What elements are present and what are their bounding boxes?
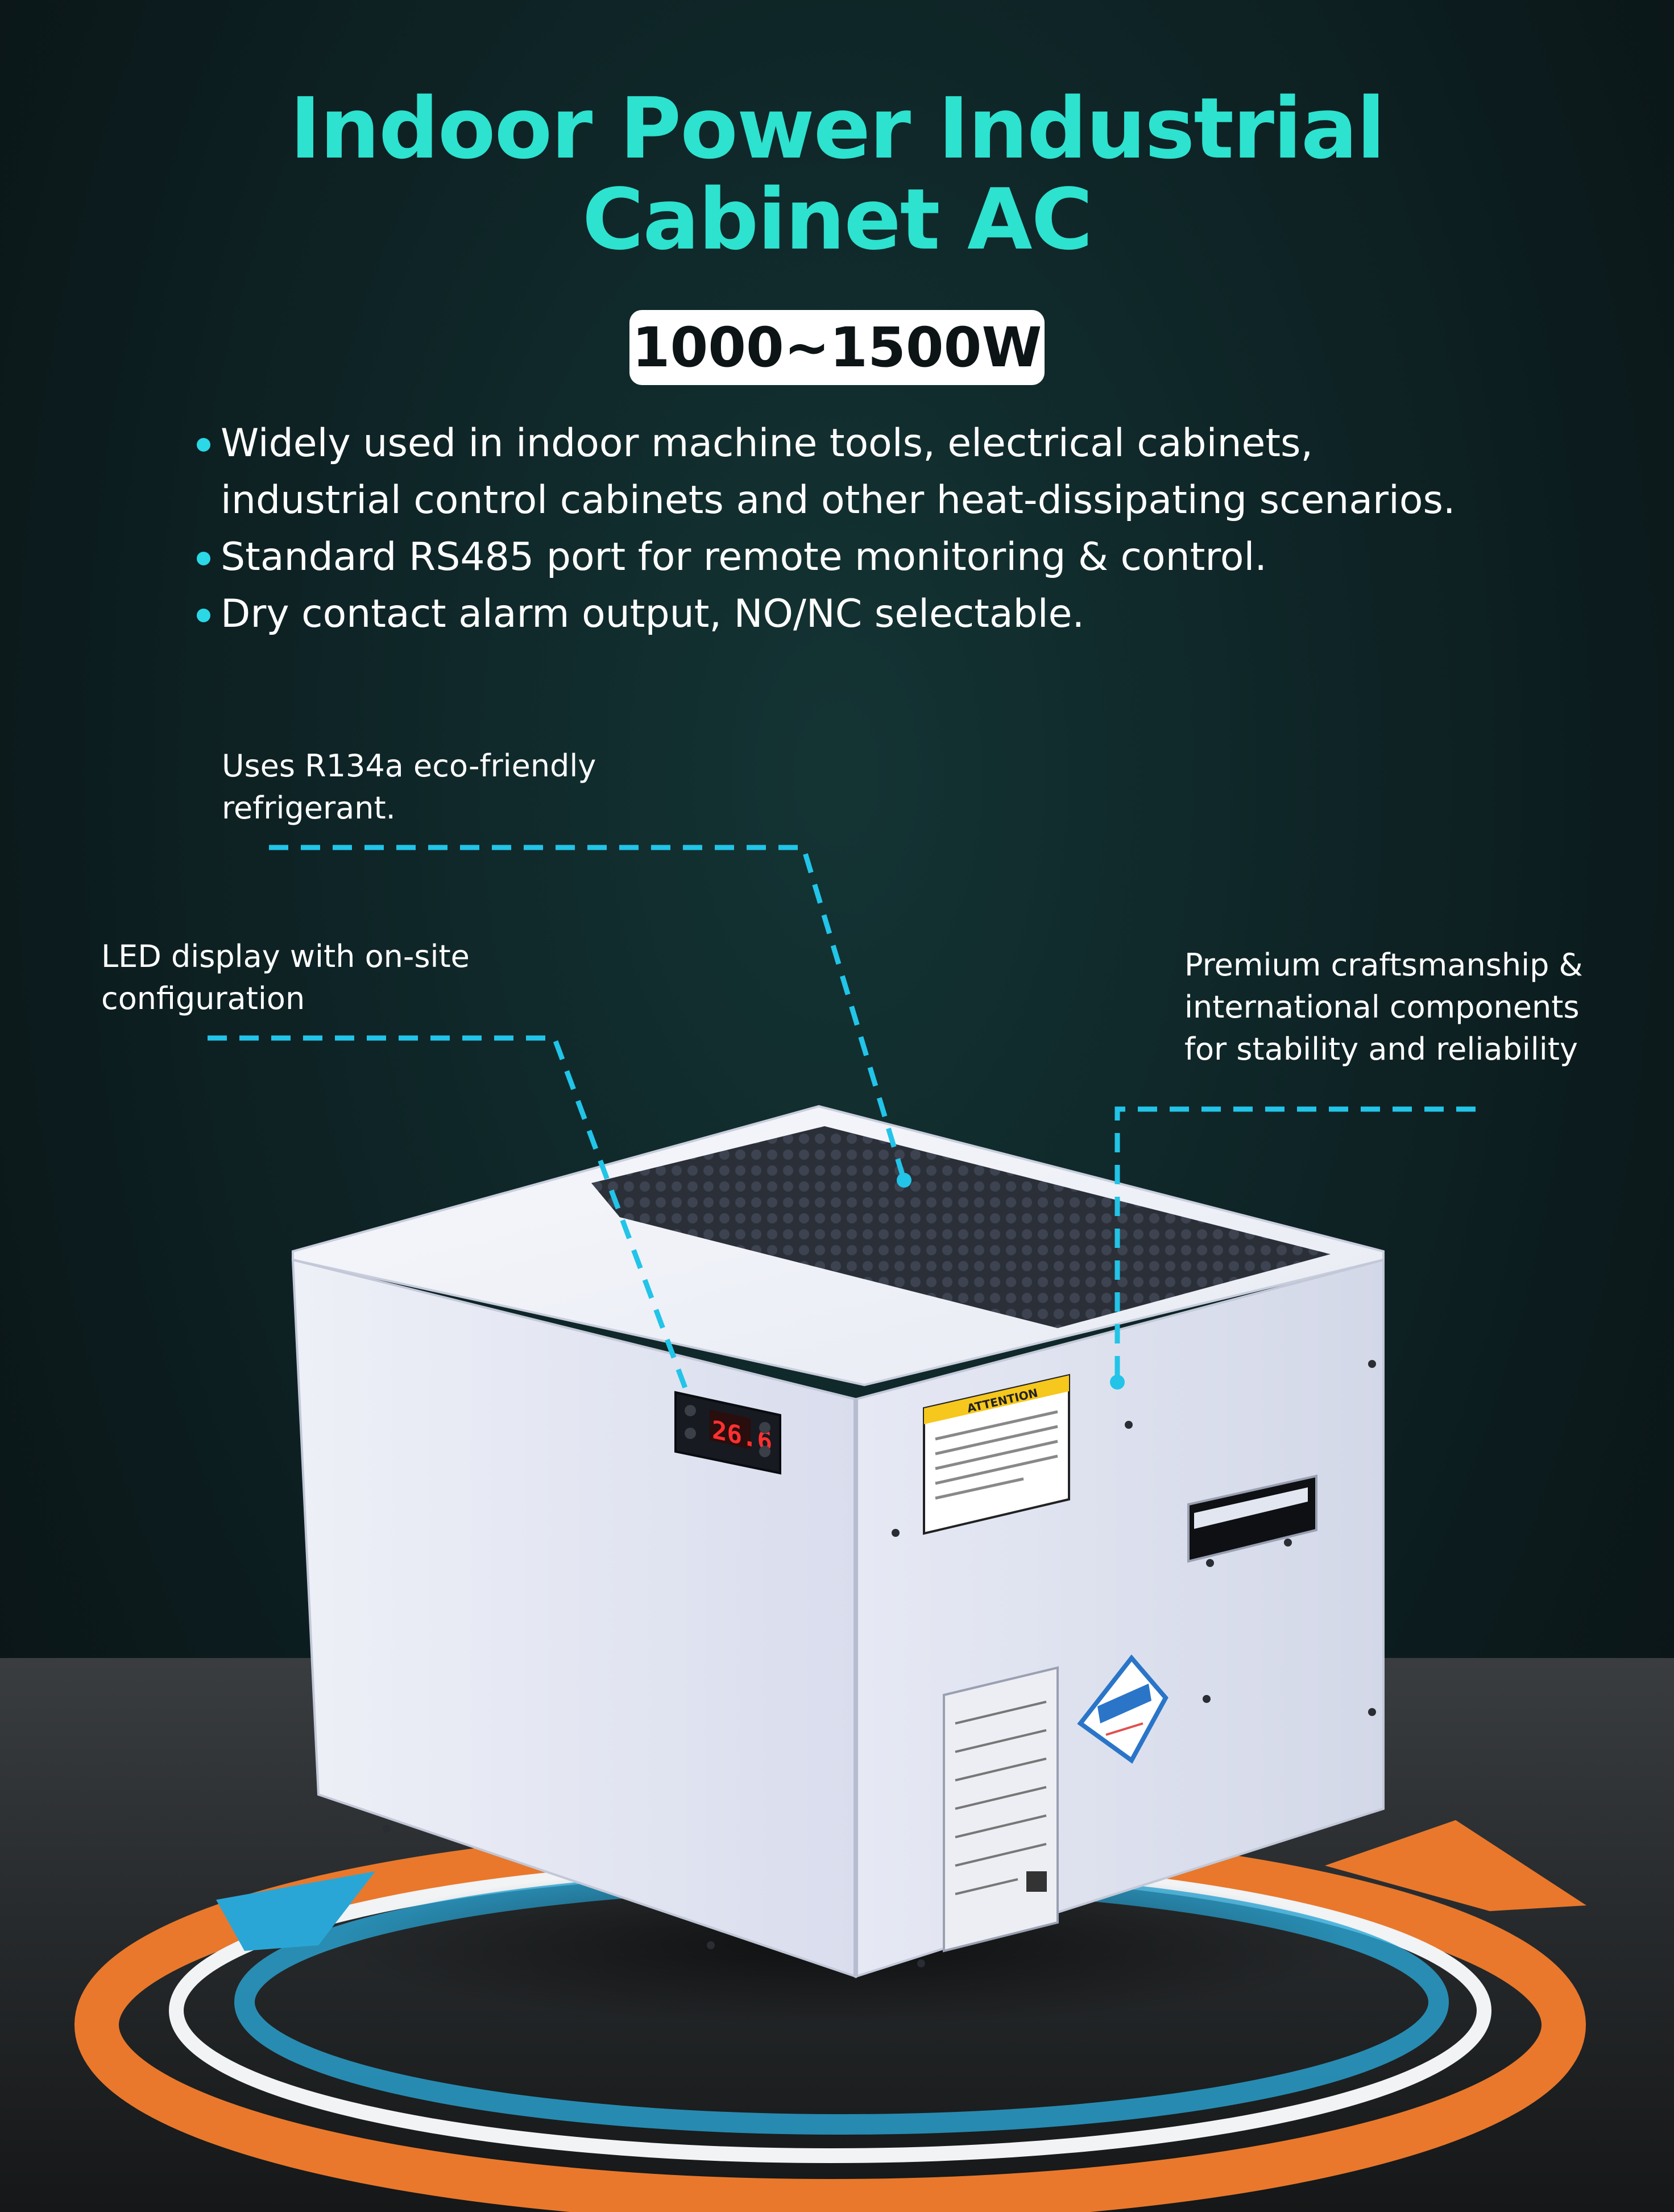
- leader-dot-refrigerant: [897, 1173, 911, 1188]
- bullet-dot-icon: [197, 438, 210, 452]
- cabinet-ac-unit: 26.6 ATTENTION: [291, 1105, 1385, 1978]
- callout-craftsmanship: Premium craftsmanship & international co…: [1184, 944, 1583, 1070]
- feature-item: Widely used in indoor machine tools, ele…: [197, 415, 1619, 529]
- callout-leader-lines: [208, 845, 1476, 1389]
- callout-text: refrigerant.: [222, 790, 396, 826]
- callout-text: configuration: [101, 981, 305, 1016]
- callout-text: for stability and reliability: [1184, 1031, 1578, 1067]
- leader-line-refrigerant: [269, 845, 907, 1181]
- callout-text: international components: [1184, 989, 1580, 1025]
- feature-item: Standard RS485 port for remote monitorin…: [197, 529, 1619, 586]
- callout-text: LED display with on-site: [101, 938, 470, 974]
- callout-led-display: LED display with on-site configuration: [101, 936, 470, 1020]
- leader-dot-craftsmanship: [1110, 1375, 1125, 1390]
- feature-item: Dry contact alarm output, NO/NC selectab…: [197, 586, 1619, 643]
- bullet-dot-icon: [197, 552, 210, 565]
- page-title-line-1: Indoor Power Industrial: [289, 80, 1386, 177]
- screw-dots: [383, 1360, 1376, 1967]
- feature-text: Standard RS485 port for remote monitorin…: [221, 535, 1267, 580]
- certification-sticker: [1077, 1654, 1169, 1764]
- feature-text: Dry contact alarm output, NO/NC selectab…: [221, 592, 1085, 636]
- feature-text: industrial control cabinets and other he…: [221, 478, 1456, 523]
- page-title-line-2: Cabinet AC: [582, 171, 1093, 268]
- callout-text: Premium craftsmanship &: [1184, 947, 1583, 983]
- callout-refrigerant: Uses R134a eco-friendly refrigerant.: [222, 745, 596, 829]
- feature-text: Widely used in indoor machine tools, ele…: [221, 421, 1313, 466]
- power-range-badge: 1000~1500W: [629, 310, 1045, 385]
- leader-line-craftsmanship: [1114, 1106, 1476, 1382]
- nameplate-label: [943, 1666, 1059, 1953]
- bullet-dot-icon: [197, 609, 210, 622]
- led-controller: 26.6: [674, 1391, 781, 1475]
- callout-text: Uses R134a eco-friendly: [222, 748, 596, 784]
- top-vent-grille: [591, 1126, 1331, 1328]
